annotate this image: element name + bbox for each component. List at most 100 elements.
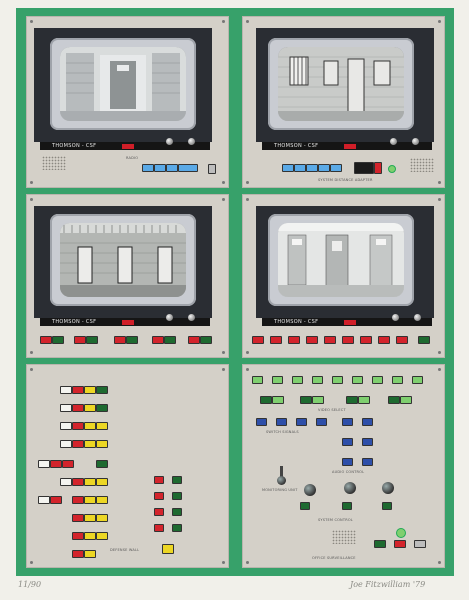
camera-select-button[interactable]	[52, 336, 64, 344]
zone-key[interactable]	[96, 460, 108, 468]
zone-key[interactable]	[96, 422, 108, 430]
zone-key[interactable]	[96, 496, 108, 504]
zone-key[interactable]	[72, 440, 84, 448]
channel-button[interactable]	[282, 164, 294, 172]
contrast-knob[interactable]	[188, 314, 195, 321]
system-key[interactable]	[300, 502, 310, 510]
audio-key[interactable]	[256, 418, 267, 426]
channel-button[interactable]	[166, 164, 178, 172]
zone-key[interactable]	[96, 514, 108, 522]
alarm-key[interactable]	[154, 508, 164, 516]
camera-select-button[interactable]	[252, 336, 264, 344]
camera-select-button[interactable]	[164, 336, 176, 344]
zone-key[interactable]	[72, 496, 84, 504]
camera-select-button[interactable]	[114, 336, 126, 344]
audio-key[interactable]	[362, 438, 373, 446]
zone-key[interactable]	[38, 496, 50, 504]
alarm-key[interactable]	[172, 492, 182, 500]
audio-key[interactable]	[342, 438, 353, 446]
camera-select-button[interactable]	[396, 336, 408, 344]
video-select-key[interactable]	[312, 396, 324, 404]
audio-key[interactable]	[296, 418, 307, 426]
zone-key[interactable]	[84, 478, 96, 486]
lever-switch[interactable]	[280, 466, 283, 478]
video-select-key[interactable]	[346, 396, 358, 404]
alarm-key[interactable]	[162, 544, 174, 554]
zone-key[interactable]	[72, 404, 84, 412]
camera-select-button[interactable]	[378, 336, 390, 344]
zone-key[interactable]	[72, 514, 84, 522]
zone-key[interactable]	[60, 404, 72, 412]
zone-key[interactable]	[62, 460, 74, 468]
monitor-select-key[interactable]	[312, 376, 323, 384]
volume-knob[interactable]	[304, 484, 316, 496]
zone-key[interactable]	[72, 478, 84, 486]
zone-key[interactable]	[72, 532, 84, 540]
volume-knob[interactable]	[344, 482, 356, 494]
contrast-knob[interactable]	[412, 138, 419, 145]
audio-key[interactable]	[342, 458, 353, 466]
channel-button[interactable]	[306, 164, 318, 172]
camera-select-button[interactable]	[288, 336, 300, 344]
channel-button[interactable]	[294, 164, 306, 172]
video-select-key[interactable]	[388, 396, 400, 404]
audio-key[interactable]	[362, 458, 373, 466]
zone-key[interactable]	[60, 440, 72, 448]
audio-key[interactable]	[316, 418, 327, 426]
zone-key[interactable]	[72, 422, 84, 430]
video-select-key[interactable]	[272, 396, 284, 404]
camera-select-button[interactable]	[74, 336, 86, 344]
camera-select-button[interactable]	[86, 336, 98, 344]
channel-button[interactable]	[154, 164, 166, 172]
brightness-knob[interactable]	[390, 138, 397, 145]
zone-key[interactable]	[60, 386, 72, 394]
toggle-switch[interactable]	[208, 164, 216, 174]
zone-key[interactable]	[96, 440, 108, 448]
alarm-button[interactable]	[374, 162, 382, 174]
audio-key[interactable]	[362, 418, 373, 426]
monitor-select-key[interactable]	[412, 376, 423, 384]
video-select-key[interactable]	[260, 396, 272, 404]
camera-select-button[interactable]	[40, 336, 52, 344]
camera-select-button[interactable]	[152, 336, 164, 344]
channel-button[interactable]	[142, 164, 154, 172]
alarm-key[interactable]	[394, 540, 406, 548]
camera-select-button[interactable]	[306, 336, 318, 344]
zone-key[interactable]	[72, 386, 84, 394]
channel-button[interactable]	[330, 164, 342, 172]
alarm-key[interactable]	[154, 524, 164, 532]
zone-key[interactable]	[60, 422, 72, 430]
monitor-select-key[interactable]	[372, 376, 383, 384]
zone-key[interactable]	[84, 550, 96, 558]
video-select-key[interactable]	[358, 396, 370, 404]
monitor-select-key[interactable]	[392, 376, 403, 384]
contrast-knob[interactable]	[414, 314, 421, 321]
camera-select-button[interactable]	[270, 336, 282, 344]
monitor-select-key[interactable]	[352, 376, 363, 384]
zone-key[interactable]	[84, 440, 96, 448]
camera-select-button[interactable]	[342, 336, 354, 344]
brightness-knob[interactable]	[166, 314, 173, 321]
zone-key[interactable]	[84, 496, 96, 504]
brightness-knob[interactable]	[166, 138, 173, 145]
zone-key[interactable]	[50, 460, 62, 468]
alarm-key[interactable]	[172, 524, 182, 532]
monitor-select-key[interactable]	[332, 376, 343, 384]
zone-key[interactable]	[84, 532, 96, 540]
video-select-key[interactable]	[300, 396, 312, 404]
zone-key[interactable]	[84, 514, 96, 522]
camera-select-button[interactable]	[418, 336, 430, 344]
camera-select-button[interactable]	[324, 336, 336, 344]
zone-key[interactable]	[84, 404, 96, 412]
zone-key[interactable]	[72, 550, 84, 558]
zone-key[interactable]	[96, 386, 108, 394]
camera-select-button[interactable]	[126, 336, 138, 344]
alarm-key[interactable]	[154, 476, 164, 484]
reset-key[interactable]	[414, 540, 426, 548]
zone-key[interactable]	[38, 460, 50, 468]
camera-select-button[interactable]	[360, 336, 372, 344]
audio-key[interactable]	[276, 418, 287, 426]
audio-key[interactable]	[342, 418, 353, 426]
channel-button[interactable]	[318, 164, 330, 172]
monitor-select-key[interactable]	[292, 376, 303, 384]
